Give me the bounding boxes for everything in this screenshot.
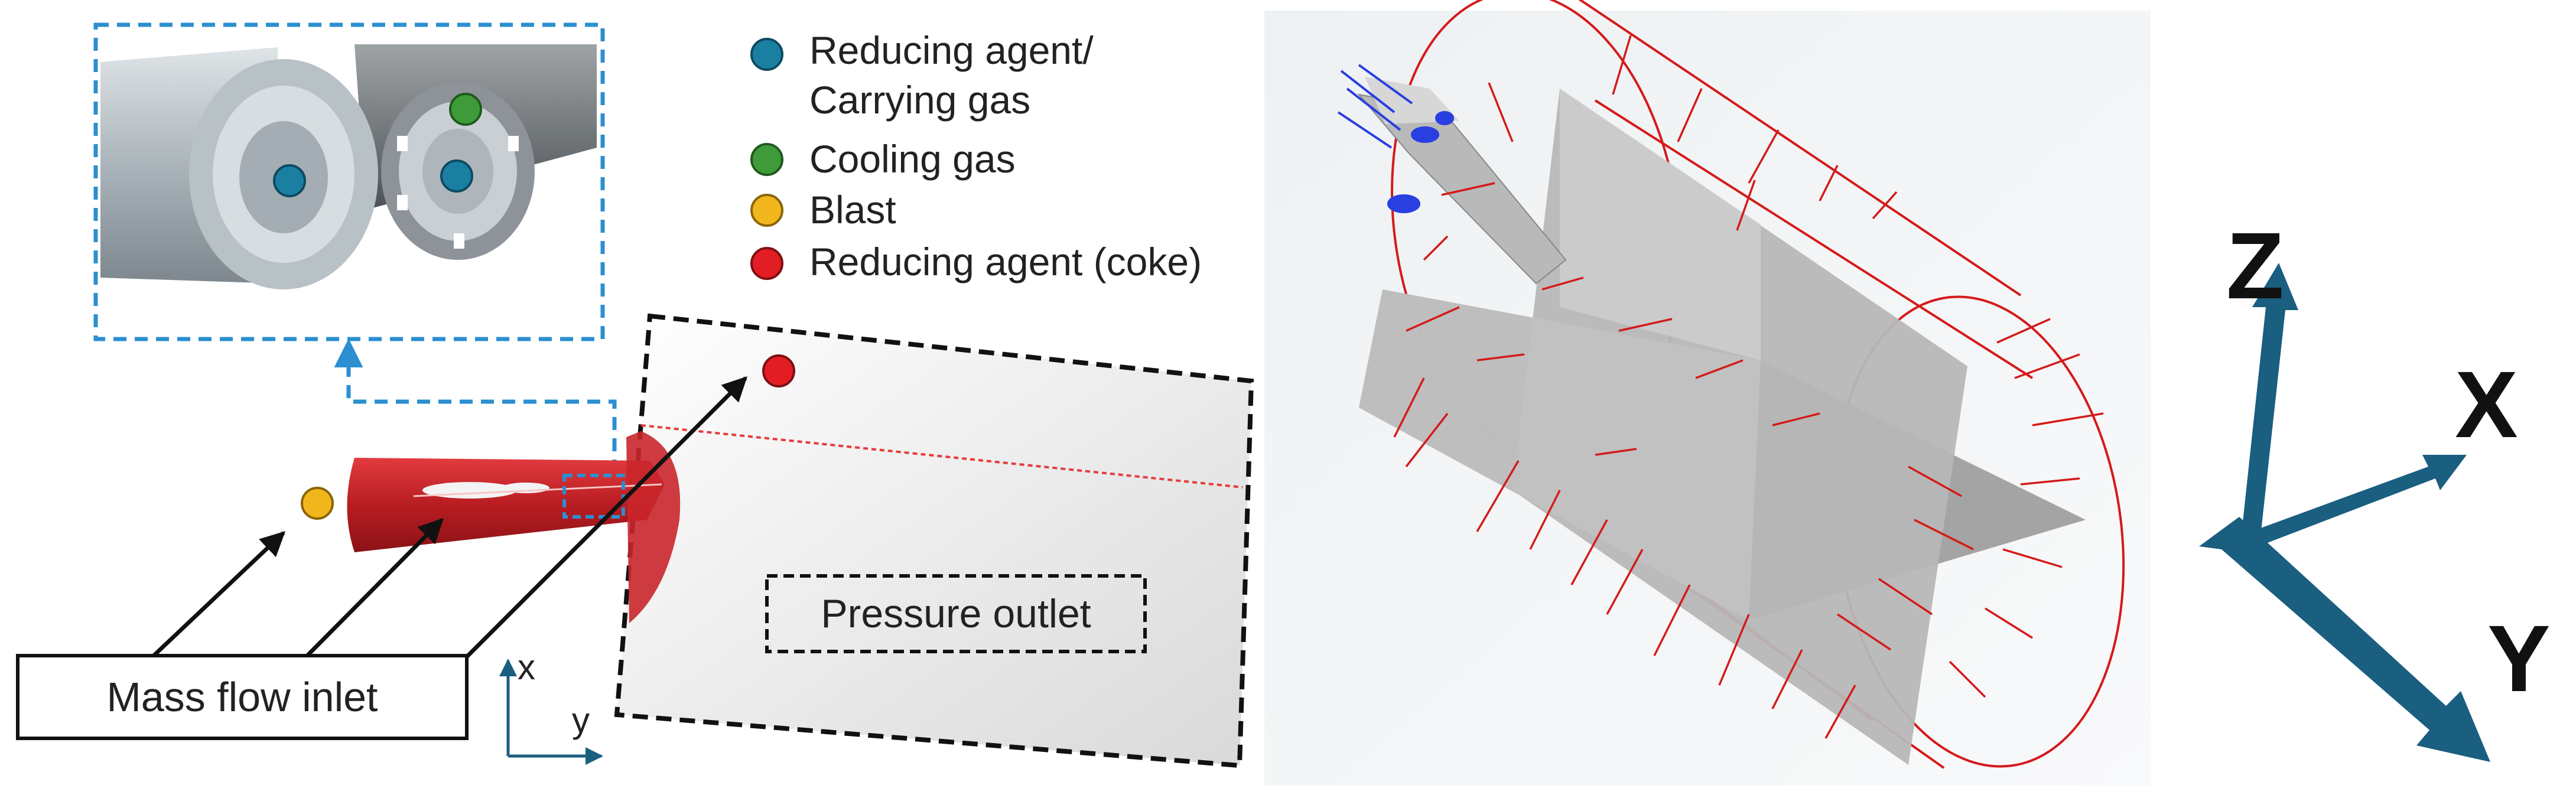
pressure-outlet-box <box>765 574 1147 653</box>
legend-swatch-blast <box>750 194 783 227</box>
axes-triad: Z X Y <box>2199 213 2551 762</box>
triad-y-arrow <box>2199 517 2490 762</box>
pressure-outlet-label: Pressure outlet <box>821 591 1091 636</box>
legend-swatch-reducing-agent <box>750 38 783 71</box>
triad-label-z: Z <box>2226 213 2284 318</box>
tuyere-closeup-illustration <box>100 44 597 289</box>
triad-x-arrow <box>2251 455 2467 546</box>
legend-label-reducing-agent-line1: Reducing agent/ <box>809 28 1094 72</box>
domain-box <box>614 313 1254 768</box>
leader-arrow-coke <box>465 376 747 659</box>
small-axis-x-label: x <box>518 647 535 687</box>
left-panel: Reducing agent/ Carrying gas Cooling gas… <box>16 22 1254 768</box>
mass-flow-inlet-box <box>16 654 469 740</box>
legend-label-reducing-agent-line2: Carrying gas <box>809 78 1030 122</box>
triad-label-x: X <box>2455 351 2518 457</box>
legend-swatch-coke <box>750 247 783 280</box>
legend-label-blast: Blast <box>809 188 896 232</box>
legend-swatch-cooling-gas <box>750 143 783 176</box>
blast-inlet-dot <box>301 487 334 520</box>
legend: Reducing agent/ Carrying gas Cooling gas… <box>750 28 1202 284</box>
mesh-panel <box>1264 0 2151 786</box>
cross-plane <box>1359 89 2086 765</box>
leader-arrow-lance <box>304 518 444 659</box>
inset-dot-reducing-agent <box>273 164 306 197</box>
mass-flow-inlet-label: Mass flow inlet <box>106 674 378 720</box>
lance <box>347 431 681 623</box>
legend-label-cooling-gas: Cooling gas <box>809 137 1016 181</box>
mesh-lance <box>1357 77 1567 285</box>
small-axis-y-label: y <box>572 701 590 740</box>
inset-dot-reducing-agent-2 <box>440 159 473 193</box>
boundary-normal-arrows <box>1393 35 2104 739</box>
leader-arrow-blast <box>151 531 286 659</box>
inset-connector <box>334 338 617 473</box>
triad-label-y: Y <box>2487 605 2551 711</box>
small-axes: x y <box>499 647 603 765</box>
triad-z-arrow <box>2239 263 2298 558</box>
legend-label-coke: Reducing agent (coke) <box>809 240 1202 284</box>
coke-inlet-dot <box>762 354 795 387</box>
inlet-arrows-blue <box>1337 64 1454 213</box>
inset-dot-cooling-gas <box>449 93 482 126</box>
